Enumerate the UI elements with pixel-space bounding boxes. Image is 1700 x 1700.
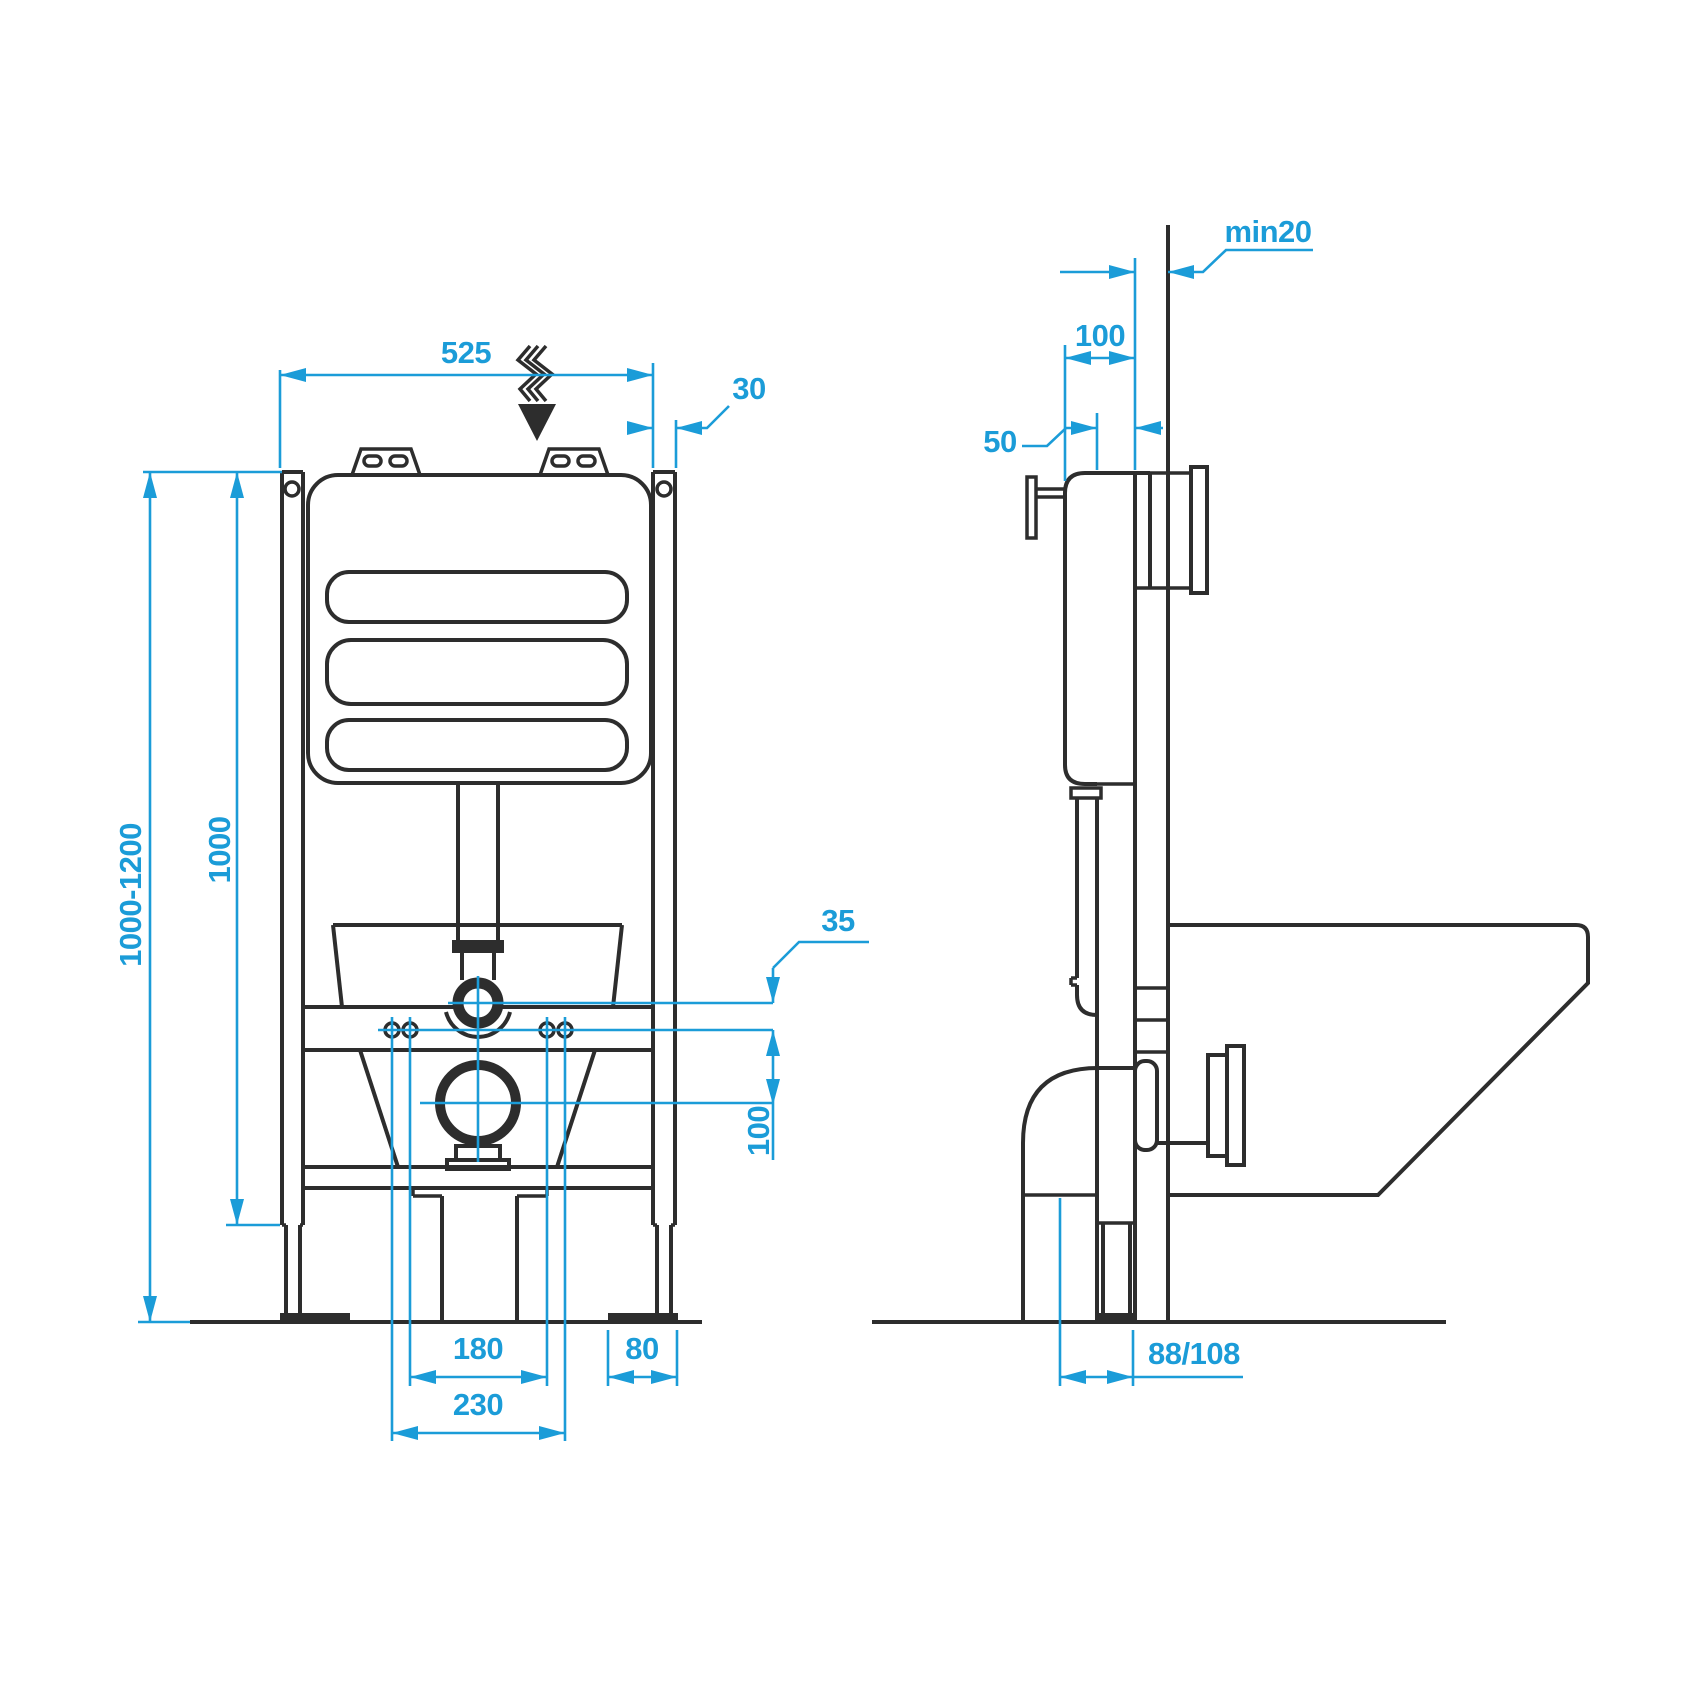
left-rail-hole xyxy=(283,480,301,498)
dim-install-height-range: 1000-1200 xyxy=(113,470,282,1324)
drain-housing xyxy=(411,1188,549,1322)
cistern-slot-2 xyxy=(325,638,629,706)
dim-bolt-spacing-inner: 180 xyxy=(410,1331,547,1384)
dim-label-35: 35 xyxy=(821,903,855,938)
cistern-slot-1 xyxy=(325,570,629,624)
dim-min-wall-clearance: min20 xyxy=(1060,214,1313,279)
dim-label-30: 30 xyxy=(732,371,765,406)
side-extension-lines xyxy=(1063,258,1137,481)
dim-bolt-spacing-outer: 230 xyxy=(392,1387,565,1440)
bowl-support-bracket xyxy=(331,923,624,1008)
flush-pipe-side xyxy=(1069,786,1168,1223)
dim-cistern-offset: 50 xyxy=(983,421,1163,459)
dim-label-1000: 1000 xyxy=(202,817,237,884)
front-view: 525 30 1000-1200 1000 35 100 xyxy=(113,335,869,1441)
left-foot-plate xyxy=(280,1313,350,1322)
top-mounting-brackets xyxy=(350,447,610,476)
cistern-side-profile xyxy=(1063,471,1150,786)
dim-label-80: 80 xyxy=(625,1331,658,1366)
right-foot-plate xyxy=(608,1313,678,1322)
dim-flush-to-outlet: 100 xyxy=(741,1030,780,1160)
side-foot-plate xyxy=(1098,1313,1134,1322)
side-frame-rail xyxy=(1097,465,1209,1322)
dim-frame-depth: 100 xyxy=(1065,318,1135,365)
dim-foot-plate-width: 80 xyxy=(606,1330,679,1386)
dim-flush-pipe-offset: 35 xyxy=(766,903,869,1003)
flush-pipe-front xyxy=(452,783,504,980)
water-inlet-arrow-icon xyxy=(515,344,556,441)
dim-label-100-side: 100 xyxy=(1075,318,1125,353)
dim-outlet-offset: 88/108 xyxy=(1058,1198,1243,1386)
waste-outlet-connector xyxy=(1133,1044,1246,1167)
dim-label-88-108: 88/108 xyxy=(1148,1336,1240,1371)
toilet-bowl-side xyxy=(1168,923,1590,1197)
cistern-slot-3 xyxy=(325,718,629,772)
shutoff-valve xyxy=(1025,475,1065,540)
dim-label-230: 230 xyxy=(453,1387,503,1422)
dim-label-100-front: 100 xyxy=(741,1106,776,1156)
dim-label-1000-1200: 1000-1200 xyxy=(113,823,148,967)
flush-pipe-coupling xyxy=(452,940,504,953)
wall-bracket xyxy=(1189,465,1209,595)
dim-frame-height: 1000 xyxy=(202,472,280,1227)
front-construction-lines xyxy=(378,976,773,1441)
lower-crossbar xyxy=(303,1165,653,1190)
side-view: min20 100 50 88/108 xyxy=(872,214,1590,1386)
dim-label-180: 180 xyxy=(453,1331,503,1366)
dim-overall-width: 525 xyxy=(278,335,655,468)
right-rail-hole xyxy=(655,480,673,498)
dim-label-min20: min20 xyxy=(1224,214,1311,249)
dim-label-525: 525 xyxy=(441,335,491,370)
cistern-tank xyxy=(306,473,653,785)
front-frame-rails xyxy=(280,470,678,1322)
dim-label-50: 50 xyxy=(983,424,1016,459)
dim-profile-width: 30 xyxy=(627,371,766,468)
